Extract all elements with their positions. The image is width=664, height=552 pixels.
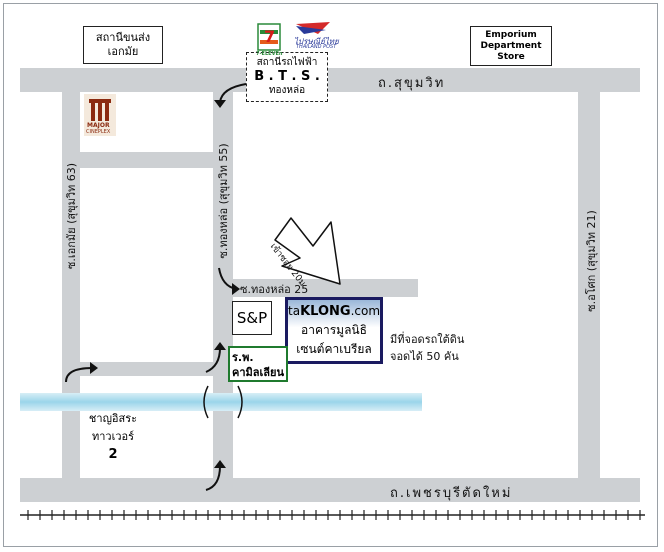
thaipost-sub-label: THAILAND POST xyxy=(296,44,337,50)
thonglor25-road-label: ซ.ทองหล่อ 25 xyxy=(240,283,309,296)
hospital-line1: ร.พ. xyxy=(232,351,254,364)
seven-eleven-label: 7-ELEVEn xyxy=(256,51,283,57)
emporium-line3: Store xyxy=(497,51,525,62)
target-brand-main: KLONG xyxy=(300,304,351,319)
hospital-camillian: ร.พ. คามิลเลียน xyxy=(228,346,288,382)
phetchaburi-road-label: ถ.เพชรบุรีตัดใหม่ xyxy=(390,486,513,501)
map-frame xyxy=(3,3,658,547)
parking-line1: มีที่จอดรถใต้ดิน xyxy=(390,333,465,346)
road-asok xyxy=(578,92,600,478)
road-thonglor-25 xyxy=(233,279,418,297)
ekkamai-road-label: ซ.เอกมัย (สุขุมวิท 63) xyxy=(65,162,78,270)
chan-issara-tower: ชาญอิสระ ทาวเวอร์ 2 xyxy=(84,410,142,472)
target-brand: taKLONG.com xyxy=(288,302,380,321)
ekkamai-bus-line1: สถานีขนส่ง xyxy=(95,31,151,44)
target-brand-suffix: .com xyxy=(350,304,381,318)
emporium-line2: Department xyxy=(480,40,542,51)
svg-text:7: 7 xyxy=(264,27,275,46)
ekkamai-bus-terminal: สถานีขนส่ง เอกมัย xyxy=(83,26,163,64)
emporium-store: Emporium Department Store xyxy=(470,26,552,66)
road-connector-top xyxy=(80,152,213,168)
major-label: MAJOR xyxy=(87,122,110,129)
bts-thonglor-station: สถานีรถไฟฟ้า B . T . S . ทองหล่อ xyxy=(246,52,328,102)
hospital-line2: คามิลเลียน xyxy=(232,366,284,379)
tower-line2: ทาวเวอร์ xyxy=(91,430,135,443)
parking-line2: จอดได้ 50 คัน xyxy=(390,350,459,363)
sp-restaurant: S&P xyxy=(232,301,272,335)
entry-arrow-shape xyxy=(274,217,341,285)
thaipost-label: ไปรษณีย์ไทย xyxy=(294,37,339,46)
target-brand-prefix: ta xyxy=(288,304,301,318)
target-building: taKLONG.com อาคารมูลนิธิ เซนต์คาเบรียล xyxy=(285,297,383,364)
sukhumvit-road-label: ถ.สุขุมวิท xyxy=(378,76,446,91)
thonglor-road-label: ซ.ทองหล่อ (สุขุมวิท 55) xyxy=(217,143,230,259)
emporium-line1: Emporium xyxy=(485,29,537,40)
target-line2: อาคารมูลนิธิ xyxy=(301,323,367,337)
major-sub-label: CINEPLEX xyxy=(86,129,111,135)
road-sukhumvit xyxy=(20,68,640,92)
river-canal xyxy=(20,393,422,411)
road-connector-bottom xyxy=(80,362,213,376)
ekkamai-bus-line2: เอกมัย xyxy=(107,45,139,58)
tower-line1: ชาญอิสระ xyxy=(88,412,138,425)
asok-road-label: ซ.อโศก (สุขุมวิท 21) xyxy=(585,210,598,312)
bts-line2: B . T . S . xyxy=(254,69,320,84)
sp-label: S&P xyxy=(236,309,268,327)
road-phetchaburi xyxy=(20,478,640,502)
tower-area xyxy=(80,411,208,478)
bts-line3: ทองหล่อ xyxy=(268,85,306,96)
bts-line1: สถานีรถไฟฟ้า xyxy=(256,57,318,68)
tower-line3: 2 xyxy=(108,447,118,462)
target-line3: เซนต์คาเบรียล xyxy=(296,342,372,356)
